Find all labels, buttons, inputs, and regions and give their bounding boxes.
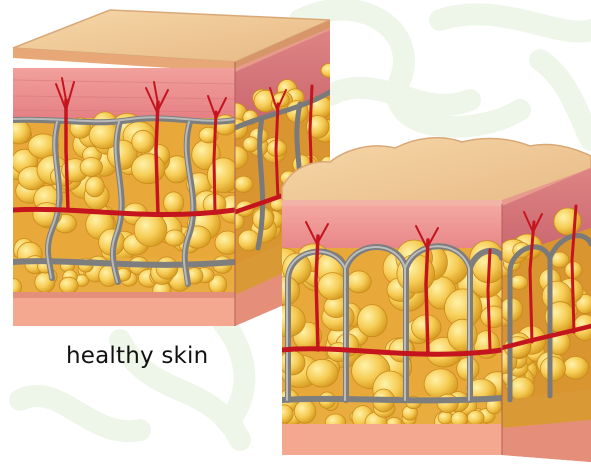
fat-cell: [279, 351, 305, 375]
fat-cell: [307, 359, 338, 387]
fat-cell: [86, 176, 105, 197]
fat-cell: [164, 192, 184, 214]
cellulite-front-face: [263, 200, 518, 460]
fat-cell: [276, 405, 293, 423]
fat-cell: [156, 257, 178, 279]
fat-cell: [165, 230, 185, 246]
fat-cell: [60, 277, 79, 293]
healthy-front-face: [5, 58, 246, 328]
fat-cell: [294, 400, 316, 423]
fat-cell: [134, 213, 167, 246]
fat-cell: [467, 411, 484, 426]
fat-cell: [347, 271, 371, 293]
fat-cell: [389, 338, 414, 362]
fat-cell: [510, 275, 528, 289]
fat-cell: [438, 411, 453, 424]
cellulite-skin-block: [263, 138, 591, 462]
fat-cell: [540, 357, 565, 381]
fat-cell: [132, 130, 154, 153]
fat-cell: [243, 137, 259, 152]
fat-cell: [563, 357, 589, 380]
fat-cell: [234, 176, 253, 192]
fat-cell: [8, 120, 31, 144]
fat-cell: [80, 158, 102, 177]
fat-cell: [132, 154, 165, 184]
fat-cell: [437, 394, 458, 413]
fat-cell: [318, 273, 347, 300]
healthy-skin-caption: healthy skin: [66, 343, 208, 369]
fat-cell: [321, 63, 339, 77]
fat-cell: [357, 305, 387, 337]
